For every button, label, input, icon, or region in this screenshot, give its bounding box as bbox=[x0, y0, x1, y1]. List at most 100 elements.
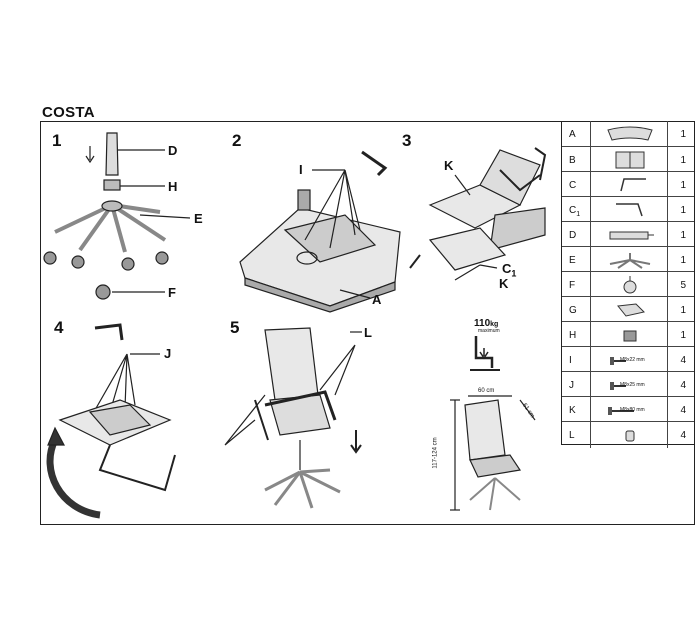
row-divider bbox=[590, 372, 591, 398]
label-i: I bbox=[299, 162, 303, 177]
part-quantity: 1 bbox=[680, 155, 686, 166]
label-k-top: K bbox=[444, 158, 454, 173]
row-divider bbox=[590, 222, 591, 248]
row-divider bbox=[590, 147, 591, 173]
row-divider bbox=[667, 297, 668, 323]
gas-lift-icon bbox=[609, 231, 654, 240]
row-divider bbox=[667, 121, 668, 147]
part-quantity: 4 bbox=[680, 430, 686, 441]
part-letter: H bbox=[569, 330, 577, 341]
step4-drawing bbox=[46, 323, 176, 519]
bolt-icon bbox=[610, 357, 626, 365]
part-letter: F bbox=[569, 280, 576, 291]
row-divider bbox=[590, 322, 591, 348]
part-quantity: 1 bbox=[680, 180, 686, 191]
part-letter: I bbox=[569, 355, 572, 366]
part-size: M8x25 mm bbox=[620, 382, 645, 388]
row-divider bbox=[590, 172, 591, 198]
dim-width: 60 cm bbox=[478, 388, 495, 394]
part-letter: L bbox=[569, 430, 575, 441]
row-divider bbox=[667, 347, 668, 373]
label-f: F bbox=[168, 285, 176, 300]
label-h: H bbox=[168, 179, 178, 194]
dimension-drawing bbox=[450, 395, 536, 511]
part-size: M8x22 mm bbox=[620, 357, 645, 363]
part-size: M8x80 mm bbox=[620, 407, 645, 413]
label-a: A bbox=[372, 292, 382, 307]
armrest-right-icon bbox=[620, 178, 646, 192]
backrest-icon bbox=[615, 151, 645, 169]
part-row: K M8x80 mm 4 bbox=[562, 396, 694, 423]
part-row: C1 1 bbox=[562, 196, 694, 223]
part-quantity: 1 bbox=[680, 230, 686, 241]
row-divider bbox=[590, 422, 591, 448]
part-quantity: 4 bbox=[680, 380, 686, 391]
part-letter: C1 bbox=[569, 205, 581, 218]
caster-icon bbox=[623, 276, 637, 294]
part-letter: E bbox=[569, 255, 576, 266]
max-load-note: maximum bbox=[478, 328, 500, 334]
step1-drawing bbox=[43, 132, 191, 300]
part-quantity: 1 bbox=[680, 255, 686, 266]
armrest-left-icon bbox=[616, 203, 643, 217]
document-title: COSTA bbox=[42, 104, 95, 121]
part-quantity: 1 bbox=[680, 205, 686, 216]
label-c1: C1 bbox=[502, 261, 517, 279]
part-quantity: 4 bbox=[680, 355, 686, 366]
row-divider bbox=[667, 197, 668, 223]
row-divider bbox=[667, 247, 668, 273]
seat-icon bbox=[607, 126, 653, 141]
row-divider bbox=[590, 272, 591, 298]
part-letter: K bbox=[569, 405, 576, 416]
bolt-icon bbox=[610, 382, 626, 390]
row-divider bbox=[667, 322, 668, 348]
row-divider bbox=[667, 372, 668, 398]
part-quantity: 1 bbox=[680, 330, 686, 341]
row-divider bbox=[667, 172, 668, 198]
label-k-bottom: K bbox=[499, 276, 509, 291]
row-divider bbox=[590, 397, 591, 423]
part-letter: A bbox=[569, 129, 576, 140]
max-load: 110kg bbox=[474, 318, 499, 329]
row-divider bbox=[667, 222, 668, 248]
step-number-2: 2 bbox=[232, 131, 242, 150]
bolt-long-icon bbox=[608, 407, 634, 415]
row-divider bbox=[590, 197, 591, 223]
part-quantity: 1 bbox=[680, 129, 686, 140]
row-divider bbox=[590, 297, 591, 323]
step2-drawing bbox=[239, 150, 401, 313]
cover-icon bbox=[623, 330, 637, 342]
star-base-icon bbox=[609, 253, 651, 269]
label-l: L bbox=[364, 325, 372, 340]
part-quantity: 5 bbox=[680, 280, 686, 291]
step3-drawing bbox=[409, 147, 547, 281]
row-divider bbox=[590, 247, 591, 273]
row-divider bbox=[667, 397, 668, 423]
label-e: E bbox=[194, 211, 203, 226]
step-number-3: 3 bbox=[402, 131, 412, 150]
part-letter: D bbox=[569, 230, 577, 241]
step-number-1: 1 bbox=[52, 131, 62, 150]
part-letter: B bbox=[569, 155, 576, 166]
row-divider bbox=[590, 121, 591, 147]
part-quantity: 4 bbox=[680, 405, 686, 416]
row-divider bbox=[590, 347, 591, 373]
dim-height: 117-124 cm bbox=[432, 437, 439, 469]
row-divider bbox=[667, 422, 668, 448]
part-letter: G bbox=[569, 305, 577, 316]
row-divider bbox=[667, 272, 668, 298]
step-number-5: 5 bbox=[230, 318, 240, 337]
instruction-frame bbox=[40, 121, 695, 525]
load-pictogram bbox=[470, 336, 500, 371]
part-row: I M8x22 mm 4 bbox=[562, 346, 694, 373]
step5-drawing bbox=[224, 327, 362, 509]
cap-icon bbox=[625, 430, 635, 442]
